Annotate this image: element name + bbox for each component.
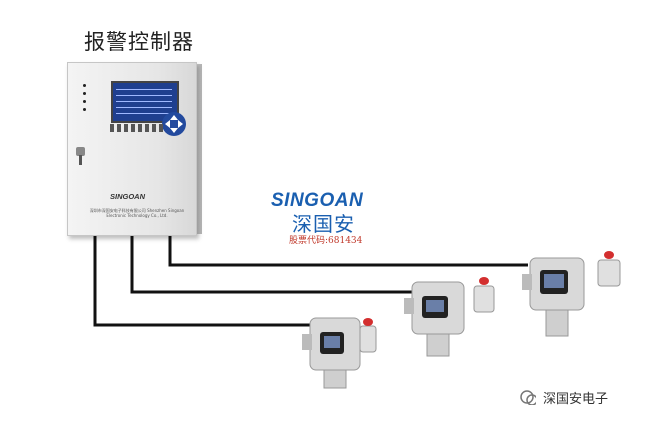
gas-detector-1 — [300, 308, 392, 400]
controller-brand: SINGOAN — [110, 192, 145, 201]
watermark-text: 深国安电子 — [543, 388, 608, 407]
status-leds — [83, 84, 103, 114]
gas-detector-3 — [520, 248, 630, 340]
key-lock-icon — [74, 145, 88, 167]
wire-2 — [132, 234, 412, 292]
function-keys — [110, 124, 166, 132]
wechat-icon — [520, 389, 536, 405]
controller-company: 深圳市深国安电子科技有限公司 Shenzhen Singoan Electron… — [82, 208, 192, 218]
gas-detector-2 — [402, 272, 502, 364]
stock-code: 股票代码:681434 — [289, 233, 362, 246]
wire-1 — [95, 234, 310, 325]
